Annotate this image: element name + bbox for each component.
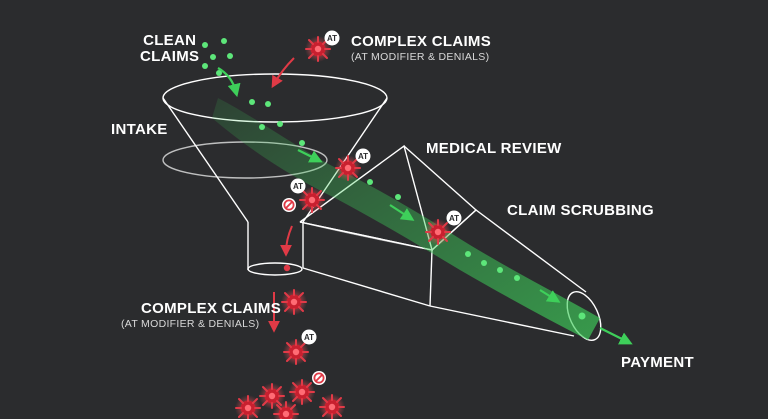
at-badge-icon: AT bbox=[355, 148, 371, 164]
clean-claims-label: CLEAN CLAIMS bbox=[140, 32, 200, 65]
complex-flow-arrows bbox=[268, 57, 295, 333]
at-badges: AT AT AT AT AT bbox=[290, 30, 462, 345]
denial-icons bbox=[282, 198, 326, 385]
at-badge-icon: AT bbox=[324, 30, 340, 46]
at-badge-label: AT bbox=[449, 214, 459, 223]
complex-claims-top-label: COMPLEX CLAIMS bbox=[351, 33, 492, 50]
denied-icon bbox=[282, 198, 296, 212]
rejected-claim-dot bbox=[283, 264, 291, 272]
at-badge-label: AT bbox=[327, 34, 337, 43]
complex-claims-bottom-sublabel: (AT MODIFIER & DENIALS) bbox=[121, 318, 260, 330]
denied-icon bbox=[312, 371, 326, 385]
at-badge-icon: AT bbox=[290, 178, 306, 194]
at-badge-icon: AT bbox=[446, 210, 462, 226]
clean-flow-arrows bbox=[217, 67, 633, 345]
at-badge-label: AT bbox=[293, 182, 303, 191]
intake-label: INTAKE bbox=[111, 121, 168, 138]
complex-claims-bottom-label: COMPLEX CLAIMS bbox=[141, 300, 282, 317]
medical-review-label: MEDICAL REVIEW bbox=[426, 140, 562, 157]
at-badge-icon: AT bbox=[301, 329, 317, 345]
at-badge-label: AT bbox=[304, 333, 314, 342]
complex-claims-top-sublabel: (AT MODIFIER & DENIALS) bbox=[351, 51, 490, 63]
at-badge-label: AT bbox=[358, 152, 368, 161]
payment-label: PAYMENT bbox=[621, 354, 694, 371]
claim-scrubbing-label: CLAIM SCRUBBING bbox=[507, 202, 654, 219]
clean-claim-dots bbox=[202, 38, 586, 320]
